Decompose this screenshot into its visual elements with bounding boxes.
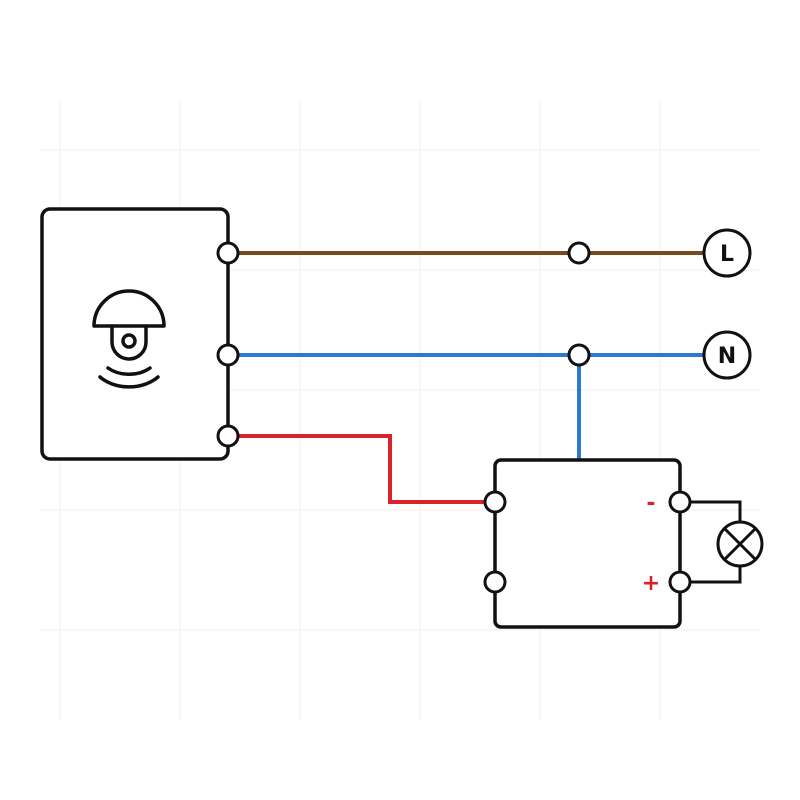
- driver-output-terminal-minus: [668, 490, 692, 514]
- lamp-icon: [716, 520, 764, 568]
- minus-label: -: [646, 491, 655, 516]
- plus-label: +: [642, 571, 660, 596]
- neutral-junction: [567, 343, 591, 367]
- lamp-wire-minus: [680, 500, 742, 522]
- driver-box: [493, 458, 682, 629]
- line-terminal: [702, 228, 752, 278]
- live-junction: [567, 241, 591, 265]
- lamp-wire-plus: [680, 566, 742, 584]
- line-terminal-label: L: [720, 242, 734, 267]
- neutral-terminal-label: N: [718, 344, 736, 369]
- driver-output-terminal-plus: [668, 570, 692, 594]
- sensor-terminal-output: [216, 424, 240, 448]
- sensor-box: [40, 207, 230, 461]
- sensor-terminal-neutral: [216, 343, 240, 367]
- sensor-terminal-live: [216, 241, 240, 265]
- driver-input-terminal-2: [483, 570, 507, 594]
- motion-sensor-icon: [92, 289, 166, 389]
- switched-wire: [228, 434, 494, 504]
- driver-input-terminal-1: [483, 490, 507, 514]
- neutral-terminal: [702, 330, 752, 380]
